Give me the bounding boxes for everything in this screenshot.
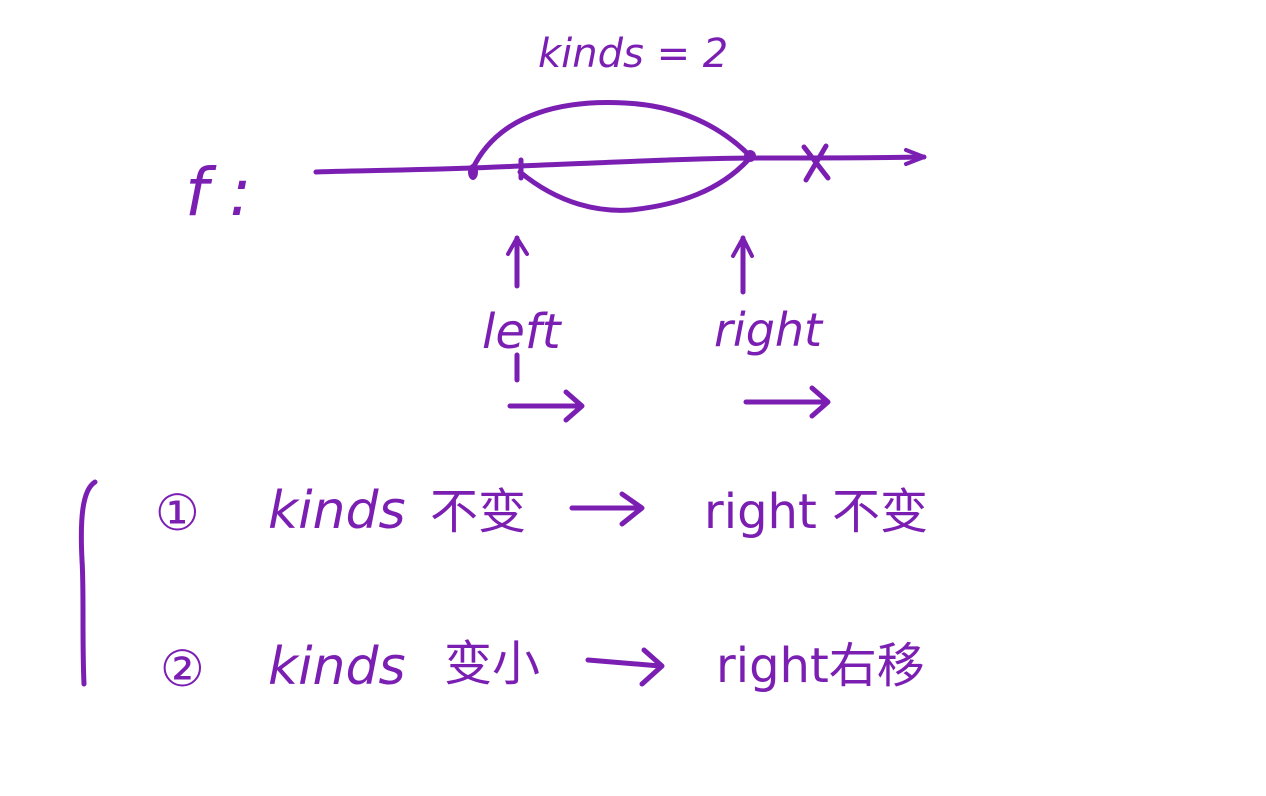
case-2-marker: ② xyxy=(160,640,205,698)
number-line-arrowhead xyxy=(904,148,926,166)
case-1-condition: 不变 xyxy=(430,484,526,540)
window-lower-arc xyxy=(517,157,751,213)
case-1-marker: ① xyxy=(155,484,200,542)
case-2-subject: kinds xyxy=(268,637,406,697)
right-boundary-dot xyxy=(744,150,756,162)
case-2-implies-arrow xyxy=(585,647,665,687)
case-1-implies-arrow xyxy=(569,491,645,527)
number-line xyxy=(313,154,927,175)
case-1-result: right 不变 xyxy=(704,484,928,540)
case-1-subject: kinds xyxy=(268,481,406,541)
left-pointer-label: left xyxy=(482,304,563,360)
function-label: f : xyxy=(185,154,251,231)
right-up-arrow xyxy=(731,235,754,295)
left-up-arrow xyxy=(506,235,529,289)
case-2-condition: 变小 xyxy=(444,636,540,692)
window-upper-arc xyxy=(469,100,755,173)
left-move-right-arrow xyxy=(507,389,585,423)
right-move-right-arrow xyxy=(743,385,831,419)
kinds-equals-label: kinds = 2 xyxy=(538,31,728,77)
case-2-result: right右移 xyxy=(716,638,925,694)
right-pointer-label: right xyxy=(714,303,824,357)
left-boundary-dot xyxy=(468,164,478,180)
excluded-point-cross xyxy=(801,143,831,183)
cases-brace xyxy=(78,479,98,687)
